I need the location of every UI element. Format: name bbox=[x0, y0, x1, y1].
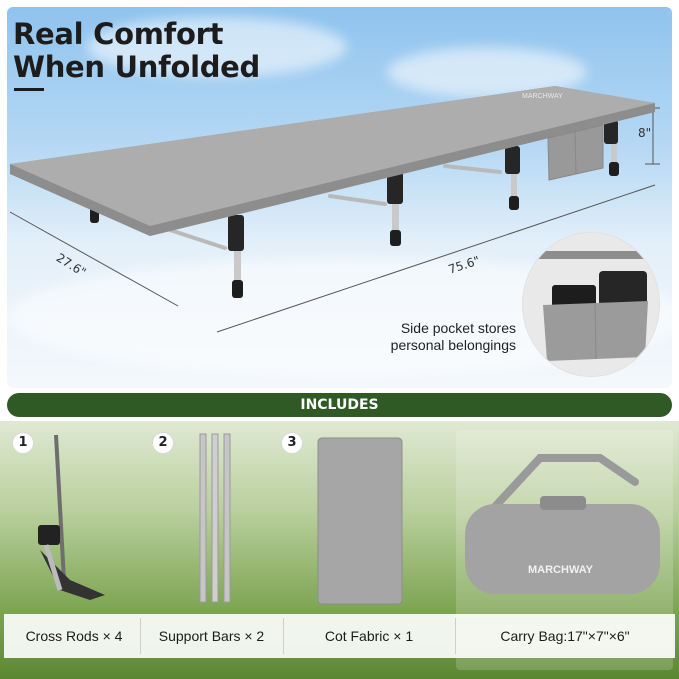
pocket-photo bbox=[523, 233, 659, 376]
item-number-badge: 3 bbox=[281, 432, 303, 454]
cross-rods-image bbox=[38, 434, 105, 600]
cloud bbox=[87, 17, 347, 77]
separator bbox=[140, 618, 141, 654]
item-label-support-bars: Support Bars × 2 bbox=[158, 628, 265, 644]
side-pocket-inset bbox=[522, 232, 660, 377]
items-label-bar bbox=[4, 614, 675, 658]
item-label-cot-fabric: Cot Fabric × 1 bbox=[324, 628, 414, 644]
support-bars-image bbox=[199, 433, 231, 603]
cot-legs bbox=[90, 120, 619, 298]
item-number-badge: 2 bbox=[152, 432, 174, 454]
frame-bar bbox=[443, 164, 502, 174]
headline-line-1: Real Comfort bbox=[13, 17, 224, 51]
frame-bar bbox=[168, 228, 227, 250]
headline: Real Comfort When Unfolded bbox=[13, 18, 260, 84]
cot-fabric-image bbox=[317, 437, 403, 605]
frame-bar bbox=[328, 194, 387, 206]
bag-brand-label: MARCHWAY bbox=[528, 564, 594, 576]
width-dimension-line bbox=[9, 211, 179, 307]
height-label: 8" bbox=[638, 126, 652, 140]
side-pocket-caption: Side pocket stores personal belongings bbox=[390, 320, 516, 353]
length-dimension-line bbox=[216, 184, 656, 333]
cot-illustration: MARCHWAY bbox=[9, 86, 660, 333]
separator bbox=[283, 618, 284, 654]
carry-bag-image: MARCHWAY bbox=[465, 454, 660, 594]
item-label-cross-rods: Cross Rods × 4 bbox=[25, 628, 123, 644]
separator bbox=[455, 618, 456, 654]
cot-brand-tag: MARCHWAY bbox=[522, 93, 563, 100]
item-label-carry-bag: Carry Bag:17"×7"×6" bbox=[500, 628, 630, 644]
headline-line-2: When Unfolded bbox=[13, 50, 261, 84]
item-number-badge: 1 bbox=[12, 432, 34, 454]
headline-underline bbox=[14, 88, 44, 91]
includes-banner: INCLUDES bbox=[7, 393, 672, 417]
